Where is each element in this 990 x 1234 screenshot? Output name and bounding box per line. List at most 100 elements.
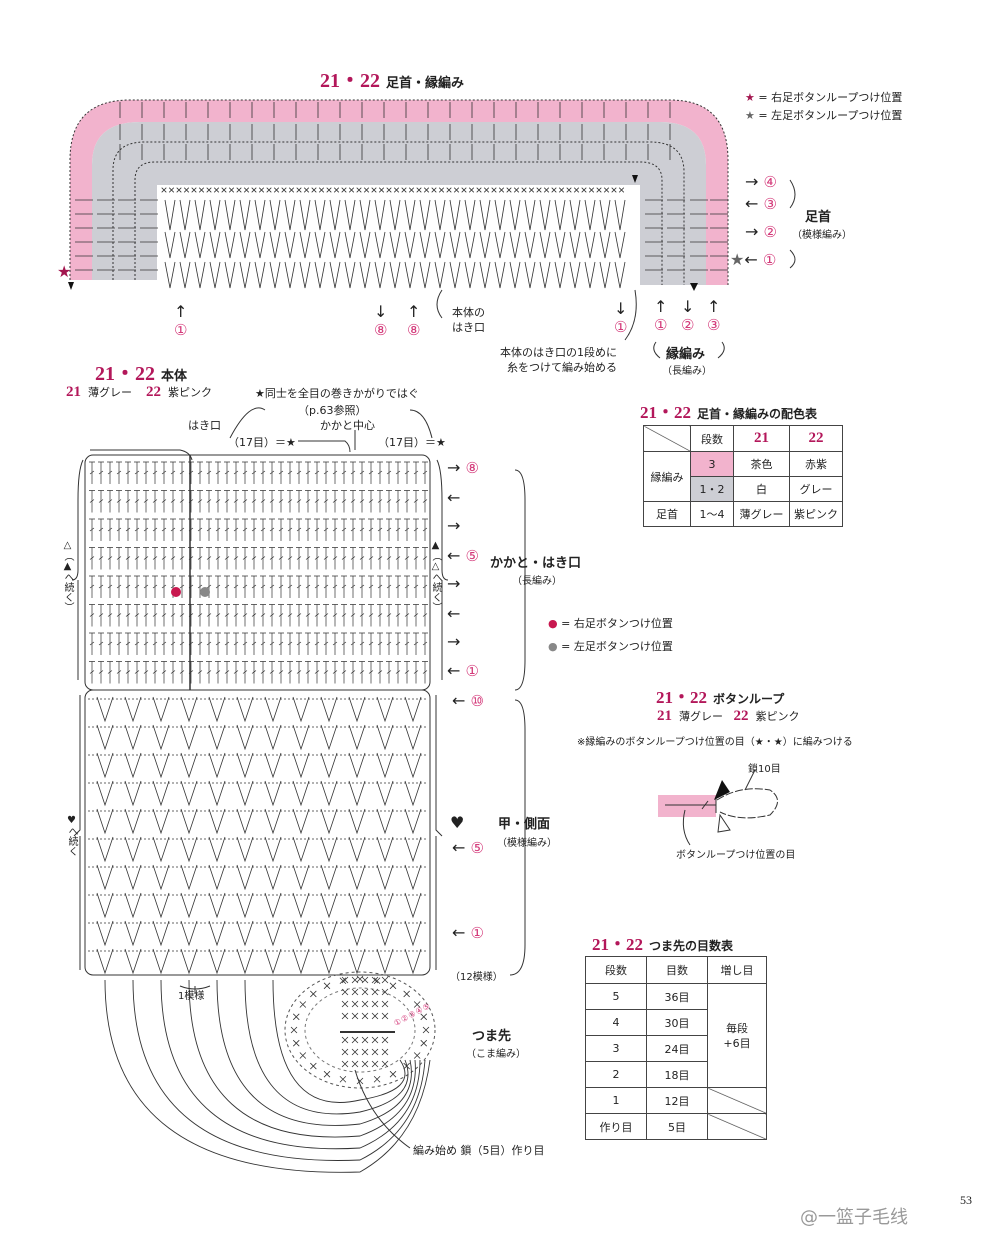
v-stitch — [404, 892, 422, 919]
sc-stitch — [326, 187, 332, 193]
sc-stitch — [351, 988, 359, 996]
v-stitch — [208, 920, 226, 947]
edge-mark-3: ↑③ — [707, 297, 721, 335]
arrow-icon: ↑ — [707, 297, 721, 316]
sc-stitch — [413, 1001, 421, 1008]
dc-stitch — [341, 604, 347, 627]
dc-stitch — [332, 518, 338, 541]
sc-stitch — [423, 187, 430, 193]
sc-stitch — [361, 1000, 369, 1008]
sc-stitch — [361, 1012, 369, 1020]
opening-label: はき口 — [188, 419, 221, 432]
dc-stitch — [314, 461, 320, 484]
sc-stitch — [351, 1048, 359, 1056]
title-text: 足首・縁編み — [386, 76, 465, 91]
row-number: ⑤ — [470, 839, 484, 857]
dc-stitch — [152, 632, 158, 655]
color-cell: 白 — [733, 476, 790, 502]
v-stitch — [376, 696, 394, 723]
dc-stitch — [386, 575, 392, 598]
v-stitch — [359, 231, 371, 259]
dc-stitch — [242, 547, 248, 570]
dc-stitch — [161, 518, 167, 541]
lower-row-5: ← ⑤ — [452, 839, 484, 857]
dc-stitch — [197, 547, 203, 570]
arrow-icon: ← — [452, 691, 466, 710]
dc-stitch — [152, 661, 158, 684]
dc-stitch — [278, 632, 284, 655]
dc-stitch — [305, 547, 311, 570]
v-stitch — [292, 948, 310, 975]
bottom-mark-4: ↓① — [614, 300, 627, 337]
ankle-stitch-marks — [75, 102, 728, 289]
dc-stitch — [350, 604, 356, 627]
sc-stitch — [221, 187, 227, 193]
dc-stitch — [260, 490, 266, 513]
dc-stitch — [386, 661, 392, 684]
dc-stitch — [269, 604, 275, 627]
dc-stitch — [116, 547, 122, 570]
v-stitch — [389, 199, 401, 231]
join-arc — [216, 979, 412, 1126]
dc-stitch — [377, 575, 383, 598]
dc-stitch — [323, 518, 329, 541]
upper-row-label: ← — [447, 606, 460, 622]
sc-stitch — [381, 1036, 389, 1044]
dc-stitch — [125, 575, 131, 598]
dc-stitch — [197, 575, 203, 598]
sc-stitch — [438, 187, 445, 193]
dc-stitch — [215, 461, 221, 484]
star-legend: ★ = 右足ボタンループつけ位置 ★ = 左足ボタンループつけ位置 — [745, 89, 902, 125]
dc-stitch — [350, 575, 356, 598]
v-stitch — [180, 808, 198, 835]
sc-stitch — [303, 187, 310, 193]
v-stitch — [269, 231, 281, 259]
dc-stitch — [89, 575, 95, 598]
sc-stitch — [339, 1075, 347, 1083]
dc-stitch — [134, 461, 140, 484]
dc-stitch — [269, 632, 275, 655]
note-line: はき口 — [452, 321, 485, 334]
v-stitch — [449, 261, 461, 289]
color-cell: グレー — [789, 476, 843, 502]
sc-stitch — [371, 988, 379, 996]
sc-stitch — [333, 187, 340, 193]
dc-stitch — [134, 490, 140, 513]
dc-stitch — [287, 575, 293, 598]
sc-stitch — [371, 1000, 379, 1008]
sc-stitch — [361, 1048, 369, 1056]
start-label: 編み始め 鎖（5目）作り目 — [413, 1144, 545, 1157]
v-stitch — [376, 920, 394, 947]
sc-stitch — [310, 1062, 317, 1070]
sc-stitch — [603, 187, 610, 193]
dc-stitch — [314, 632, 320, 655]
body-stitch-marks — [88, 461, 428, 975]
edge-mark-2: ↓② — [681, 298, 694, 335]
count-cell: 18目 — [646, 1061, 708, 1088]
dc-stitch — [296, 461, 302, 484]
sc-stitch — [273, 187, 280, 193]
left-button-dot — [200, 587, 210, 597]
star-icon: ★ — [745, 91, 755, 104]
dc-stitch — [89, 518, 95, 541]
v-stitch — [254, 199, 266, 231]
v-stitch — [179, 231, 191, 259]
v-stitch — [599, 231, 611, 259]
color-name: 紫ピンク — [168, 386, 212, 399]
sc-stitch — [401, 187, 407, 193]
dc-stitch — [422, 632, 428, 655]
v-stitch — [344, 199, 356, 231]
dc-stitch — [89, 547, 95, 570]
dc-stitch — [260, 632, 266, 655]
dc-stitch — [242, 575, 248, 598]
sc-stitch — [310, 990, 317, 998]
upper-row-label: → — [447, 518, 460, 534]
seam-ref: （p.63参照） — [298, 404, 367, 417]
dc-stitch — [116, 461, 122, 484]
dc-stitch — [125, 461, 131, 484]
v-stitch — [584, 231, 596, 259]
dc-stitch — [386, 547, 392, 570]
arrow-icon: ↓ — [374, 302, 388, 321]
sc-stitch — [323, 1070, 331, 1078]
